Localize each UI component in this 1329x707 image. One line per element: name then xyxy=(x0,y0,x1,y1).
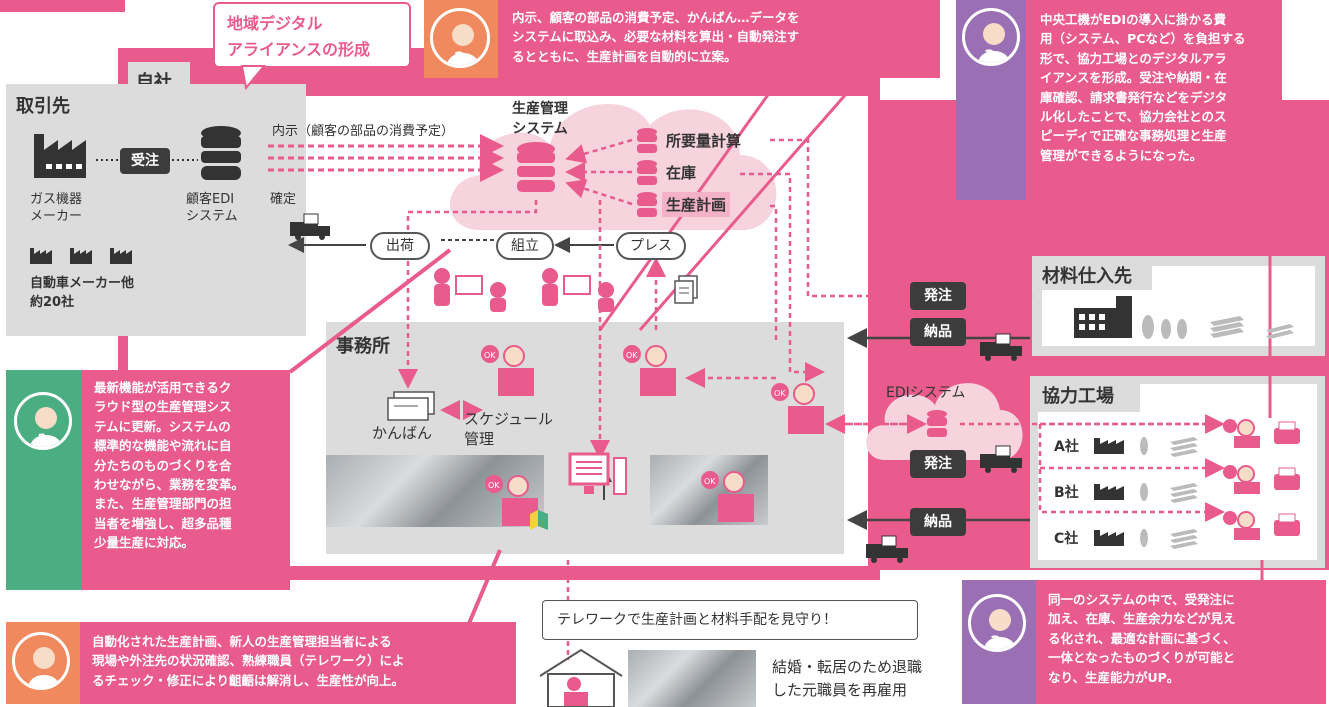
plan-db-icon xyxy=(637,192,657,217)
assembly-node: 組立 xyxy=(496,232,554,260)
document-icon xyxy=(674,275,698,304)
newcomer-person-icon: OK xyxy=(485,475,548,530)
edi-database-icon xyxy=(927,410,947,437)
truck-icon-office xyxy=(866,535,908,563)
callout-left-avatar-icon xyxy=(14,392,72,450)
kanban-icon xyxy=(387,391,435,421)
requirement-calc-label: 所要量計算 xyxy=(666,132,742,150)
order-receipt-badge: 受注 xyxy=(120,148,170,174)
callout-left-num: 1 xyxy=(37,430,49,449)
delivery-badge-partner: 納品 xyxy=(910,508,966,536)
callout-top-avatar-icon xyxy=(430,8,490,68)
partner-a-staff-printer-icon xyxy=(1223,419,1300,448)
callout-right-bottom-avatar-icon xyxy=(968,594,1026,652)
callout-bottom-left-text: 自動化された生産計画、新人の生産管理担当者による 現場や外注先の状況確認、熟練職… xyxy=(92,634,405,688)
callout-right-top-avatar-icon xyxy=(962,8,1020,66)
partner-b-staff-printer-icon xyxy=(1223,465,1300,494)
callout-right-top-num: 3 xyxy=(984,46,996,65)
truck-icon-supplier xyxy=(980,333,1022,361)
requirement-db-icon xyxy=(637,128,657,153)
material-coils-icon xyxy=(1142,315,1294,339)
forecast-label: 内示（顧客の部品の消費予定） xyxy=(272,124,455,139)
press-node: プレス xyxy=(616,232,686,260)
alliance-box: 地域デジタル アライアンスの形成 xyxy=(213,2,411,68)
clients-zone xyxy=(6,84,306,336)
alliance-line1: 地域デジタル xyxy=(227,14,323,33)
callout-bottom-left-num: 2 xyxy=(35,672,47,691)
office-label: 事務所 xyxy=(336,336,390,357)
svg-text:OK: OK xyxy=(626,351,638,360)
staff-person-icon: OK xyxy=(701,471,754,522)
alliance-line2: アライアンスの形成 xyxy=(227,40,371,59)
dots-connector-2 xyxy=(172,159,198,161)
shipping-node: 出荷 xyxy=(370,232,430,260)
partner-factory-label-text: 協力工場 xyxy=(1042,386,1114,407)
callout-top-text: 内示、顧客の部品の消費予定、かんばん…データを システムに取込み、必要な材料を算… xyxy=(512,10,800,64)
telework-bubble-text: テレワークで生産計画と材料手配を見守り！ xyxy=(557,612,837,628)
callout-left-text: 最新機能が活用できるク ラウド型の生産管理シス テムに更新。システムの 標準的な… xyxy=(94,380,245,550)
workers-group-2-icon xyxy=(542,268,614,312)
workers-group-1-icon xyxy=(434,268,506,312)
telework-photo xyxy=(628,650,756,707)
factory-icon xyxy=(34,134,86,178)
callout-right-bottom-text: 同一のシステムの中で、受発注に 加え、在庫、生産余力などが見え る化され、最適な… xyxy=(1048,592,1236,685)
partner-a-factory-icon xyxy=(1094,437,1198,457)
svg-text:OK: OK xyxy=(774,389,786,398)
material-supplier-label: 材料仕入先 xyxy=(1042,266,1132,287)
gas-maker-label: ガス機器 メーカー xyxy=(30,192,83,224)
clients-label: 取引先 xyxy=(16,96,70,117)
schedule-label: スケジュール 管理 xyxy=(464,410,553,448)
svg-text:OK: OK xyxy=(484,351,496,360)
top-left-tab xyxy=(0,0,125,12)
truck-icon-clients xyxy=(290,213,330,240)
confirmed-label: 確定 xyxy=(270,192,297,207)
inventory-db-icon xyxy=(637,160,657,185)
scheduler-person-icon: OK xyxy=(481,345,534,396)
alliance-pointer xyxy=(240,65,267,91)
dots-connector-1 xyxy=(96,159,122,161)
callout-right-top-text: 中央工機がEDIの導入に掛かる費 用（システム、PCなど）を負担する 形で、協力… xyxy=(1040,12,1246,163)
customer-edi-label: 顧客EDI システム xyxy=(186,192,238,224)
partner-c-staff-printer-icon xyxy=(1223,511,1300,540)
partner-b-label: B社 xyxy=(1054,485,1079,501)
partner-a-label: A社 xyxy=(1054,439,1079,455)
rehire-label: 結婚・転居のため退職 した元職員を再雇用 xyxy=(772,658,923,699)
home-icon xyxy=(539,648,623,707)
partner-factory-label-box xyxy=(1030,376,1140,412)
planner-person-icon: OK xyxy=(623,345,676,396)
partner-c-factory-icon xyxy=(1094,529,1198,549)
callout-right-bottom-num: 3 xyxy=(990,632,1002,651)
pc-icon xyxy=(568,452,627,495)
small-factory-icons xyxy=(30,248,132,264)
telework-bubble: テレワークで生産計画と材料手配を見守り！ xyxy=(542,600,918,640)
production-plan-label: 生産計画 xyxy=(662,192,731,217)
callout-bottom-left xyxy=(6,622,516,704)
edi-system-label: EDIシステム xyxy=(886,385,966,401)
production-system-title: 生産管理 システム xyxy=(512,101,568,137)
callout-top-num: 2 xyxy=(454,48,466,67)
svg-text:OK: OK xyxy=(488,481,500,490)
kanban-label: かんばん xyxy=(372,424,433,442)
material-supplier-label-box xyxy=(1032,256,1152,290)
customer-database-icon xyxy=(201,126,241,180)
inventory-label: 在庫 xyxy=(666,164,697,182)
partner-b-factory-icon xyxy=(1094,483,1198,503)
car-makers-label: 自動車メーカー他 約20社 xyxy=(30,276,135,310)
edi-operator-icon: OK xyxy=(771,383,824,434)
callout-bottom-left-avatar-icon xyxy=(12,632,70,690)
callout-top xyxy=(424,0,940,78)
supplier-building-icon xyxy=(1074,296,1132,338)
truck-icon-partner xyxy=(980,445,1022,473)
order-badge-partner: 発注 xyxy=(910,450,966,478)
partner-c-label: C社 xyxy=(1054,531,1079,547)
delivery-badge-supplier: 納品 xyxy=(910,318,966,346)
svg-text:OK: OK xyxy=(704,477,716,486)
order-badge-supplier: 発注 xyxy=(910,282,966,310)
production-database-icon xyxy=(517,142,555,192)
